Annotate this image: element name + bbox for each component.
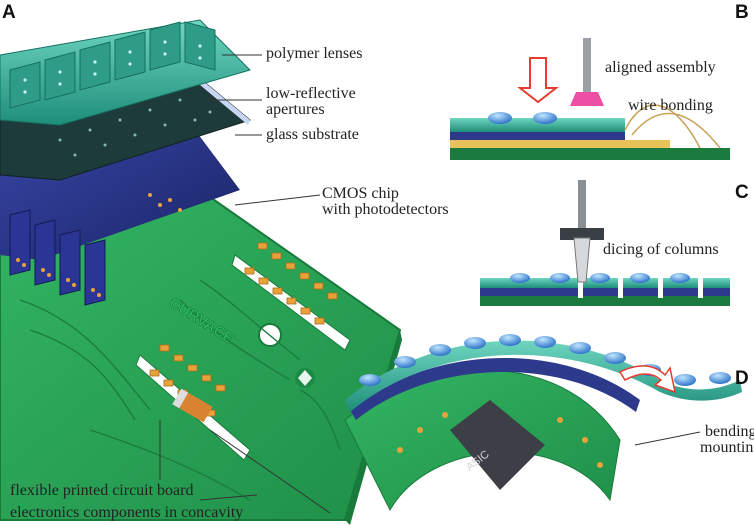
label-polymer-lenses: polymer lenses <box>266 45 363 62</box>
panel-letter-b: B <box>735 2 749 23</box>
panel-letter-d: D <box>735 368 749 389</box>
saw-blade-icon <box>573 237 591 283</box>
label-flexible-pcb: flexible printed circuit board <box>10 482 194 499</box>
panel-d-illustration: ASIC <box>344 334 742 512</box>
d-leader-line <box>634 431 701 446</box>
dicing-cuts <box>578 276 703 298</box>
label-cmos-line2: with photodetectors <box>322 201 449 218</box>
label-bending: bending <box>705 423 754 440</box>
label-dicing: dicing of columns <box>603 241 719 258</box>
panel-a-illustration: CURVACE <box>0 19 402 525</box>
c-lens-domes <box>510 273 690 283</box>
curved-lens-band <box>345 340 742 412</box>
aperture-holes <box>58 98 212 157</box>
curvace-logo-icon <box>295 368 315 388</box>
lens-dots <box>23 40 202 94</box>
label-apertures-line2: apertures <box>266 101 325 118</box>
saw-shaft <box>578 180 586 240</box>
panel-letter-a: A <box>2 2 16 23</box>
bend-arrow-icon <box>618 365 677 394</box>
curved-cmos-band <box>350 357 640 420</box>
label-mounting: mounting <box>700 439 754 456</box>
panel-a-leaders <box>159 54 331 514</box>
bond-wires <box>624 104 721 149</box>
panel-letter-c: C <box>735 182 749 203</box>
assembly-rod <box>583 38 591 96</box>
down-arrow-icon <box>517 57 559 104</box>
pcb-pads <box>149 242 338 417</box>
smd-component <box>172 388 213 423</box>
b-base-board <box>450 148 730 160</box>
label-electronics: electronics components in concavity <box>10 504 244 521</box>
pcb-traces <box>19 279 341 501</box>
d-solder-pads <box>397 412 603 468</box>
b-lens-domes <box>488 112 557 124</box>
label-wire-bonding: wire bonding <box>628 97 713 114</box>
label-cmos-line1: CMOS chip <box>322 185 399 202</box>
panel-c-illustration <box>480 180 730 306</box>
panel-b-illustration <box>450 38 730 160</box>
cmos-pads <box>16 193 182 297</box>
polymer-lens-layer <box>0 19 251 126</box>
label-apertures-line1: low-reflective <box>266 85 356 102</box>
pink-nozzle-icon <box>570 92 604 106</box>
label-aligned-assembly: aligned assembly <box>605 59 716 76</box>
label-glass-substrate: glass substrate <box>266 126 359 143</box>
asic-chip <box>450 400 545 490</box>
saw-housing <box>560 228 604 240</box>
